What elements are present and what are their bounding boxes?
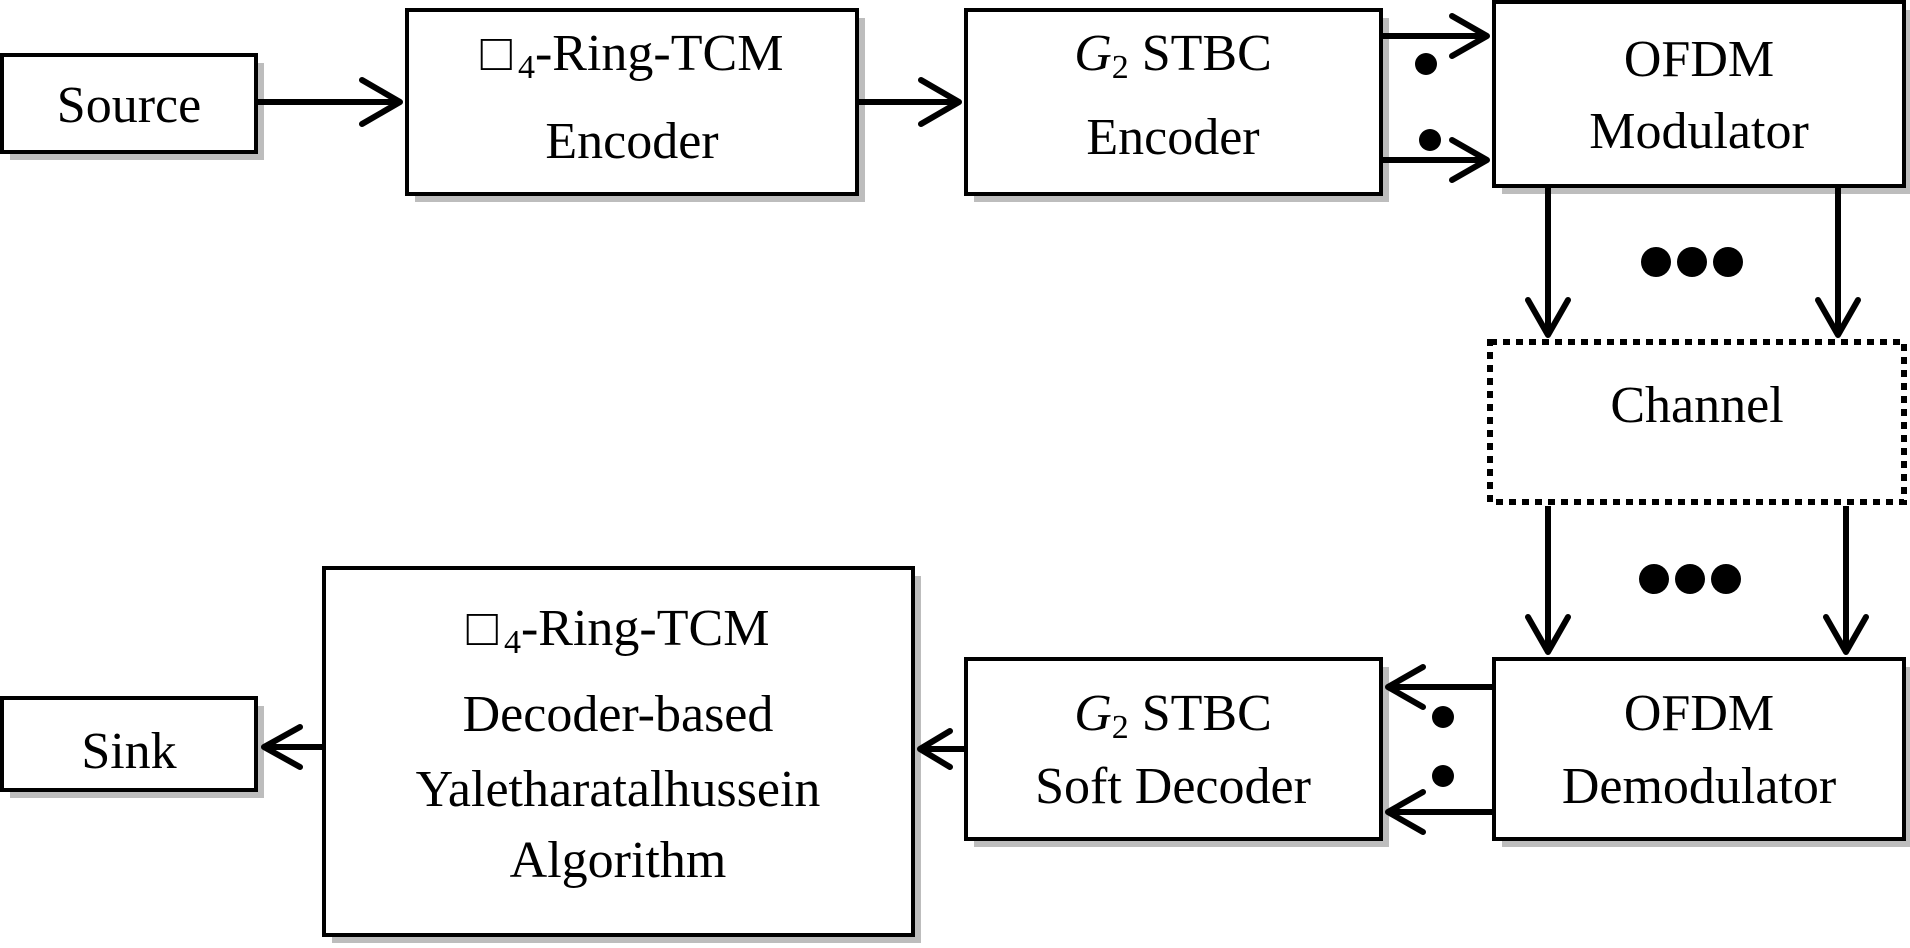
source-block: Source — [0, 53, 258, 154]
stbc-encoder-title: G2 STBC — [1074, 25, 1272, 86]
arrow-stbc-to-ofdm-top — [1383, 13, 1490, 59]
source-label: Source — [57, 77, 201, 134]
dots-stbc-to-ofdm — [1415, 53, 1441, 151]
sink-block: Sink — [0, 696, 258, 792]
ofdm-demodulator-subtitle: Demodulator — [1562, 758, 1836, 815]
ring-tcm-decoder-title: □4-Ring-TCM — [467, 600, 770, 661]
ring-tcm-encoder-subtitle: Encoder — [545, 113, 718, 170]
arrow-channel-to-demodulator-right — [1823, 506, 1869, 655]
channel-block: Channel — [1487, 339, 1907, 505]
dots-demod-to-stbc — [1432, 706, 1454, 787]
stbc-encoder-block: G2 STBC Encoder — [964, 8, 1383, 196]
channel-label: Channel — [1610, 377, 1783, 434]
dots-channel-demodulator — [1639, 564, 1741, 594]
ring-tcm-encoder-title: □4-Ring-TCM — [481, 25, 784, 86]
arrow-demod-to-stbc-bottom — [1385, 789, 1492, 835]
stbc-decoder-title: G2 STBC — [1074, 685, 1272, 746]
ofdm-modulator-block: OFDM Modulator — [1492, 0, 1906, 188]
stbc-encoder-subtitle: Encoder — [1086, 109, 1259, 166]
arrow-source-to-encoder — [258, 77, 403, 127]
arrow-stbc-to-decoder — [917, 728, 964, 770]
arrow-modulator-to-channel-right — [1815, 188, 1861, 338]
ring-tcm-decoder-block: □4-Ring-TCM Decoder-based Yaletharatalhu… — [322, 566, 915, 937]
sink-label: Sink — [81, 723, 176, 780]
connector-arrows — [258, 13, 1869, 835]
arrow-encoder-to-stbc — [859, 77, 962, 127]
arrow-channel-to-demodulator-left — [1525, 506, 1571, 655]
ofdm-demodulator-title: OFDM — [1624, 685, 1774, 742]
ring-tcm-decoder-line4: Algorithm — [510, 832, 727, 889]
arrow-modulator-to-channel-left — [1525, 188, 1571, 338]
arrow-stbc-to-ofdm-bottom — [1383, 137, 1490, 183]
ellipsis-dots — [1415, 53, 1743, 787]
dots-modulator-channel — [1641, 247, 1743, 277]
stbc-decoder-subtitle: Soft Decoder — [1035, 758, 1311, 815]
ofdm-modulator-title: OFDM — [1624, 31, 1774, 88]
ring-tcm-decoder-line2: Decoder-based — [463, 686, 774, 743]
ofdm-modulator-subtitle: Modulator — [1589, 103, 1809, 160]
ring-tcm-encoder-block: □4-Ring-TCM Encoder — [405, 8, 859, 196]
arrow-decoder-to-sink — [261, 724, 322, 770]
stbc-soft-decoder-block: G2 STBC Soft Decoder — [964, 657, 1383, 841]
arrow-demod-to-stbc-top — [1385, 664, 1492, 710]
ofdm-demodulator-block: OFDM Demodulator — [1492, 657, 1906, 841]
ring-tcm-decoder-line3: Yaletharatalhussein — [416, 761, 821, 818]
